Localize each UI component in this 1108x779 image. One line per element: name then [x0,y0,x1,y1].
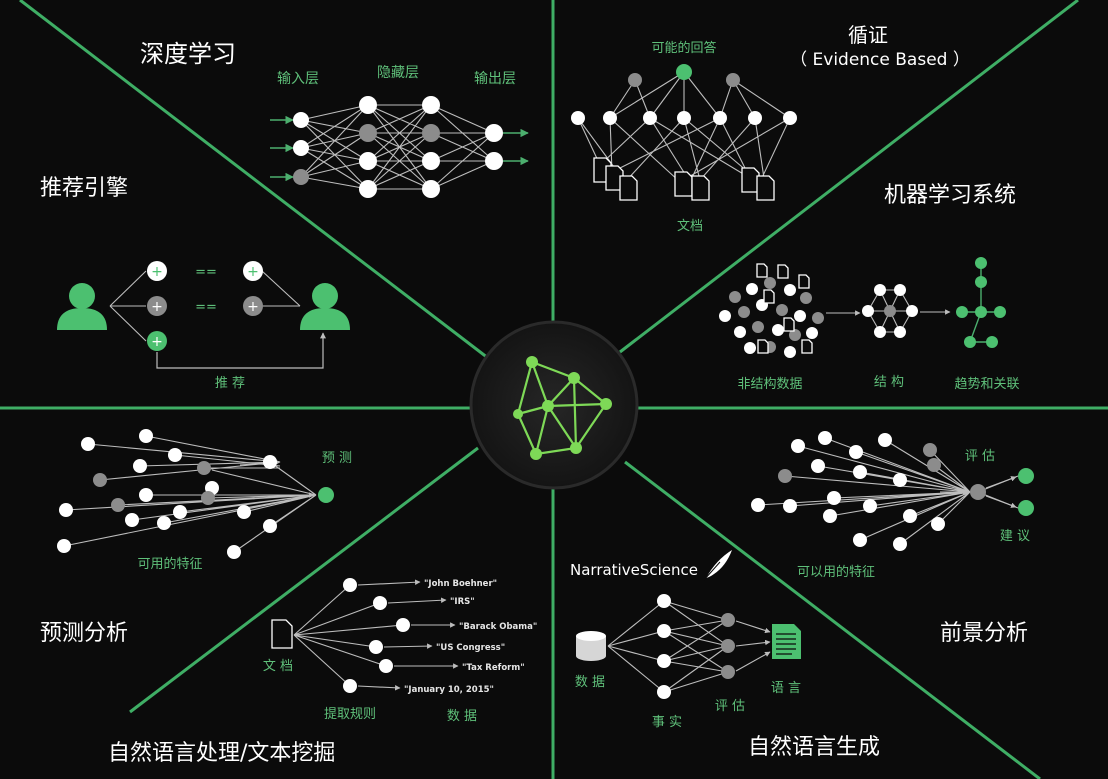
section-recommendation: 推荐引擎 + + + + + == == 推 荐 [40,176,350,391]
nlg-title: 自然语言生成 [748,735,880,760]
unstructured-label: 非结构数据 [737,377,802,392]
center-hub [469,320,639,490]
separator-bottom-right [624,460,1041,779]
advice-label: 建 议 [1000,529,1030,544]
predictive-nodes [57,429,334,559]
structure-label: 结 构 [874,375,904,390]
language-label: 语 言 [771,681,801,696]
plus-icon: + + + + + [147,261,263,351]
document-icon [772,624,801,659]
entity-item: "January 10, 2015" [404,685,494,695]
extraction-rules-label: 提取规则 [324,706,376,722]
section-prescriptive: 前景分析 评 估 建 议 可以用的特征 [751,431,1034,646]
unstructured-data-cluster [719,263,824,358]
facts-label: 事 实 [652,715,682,730]
prescriptive-title: 前景分析 [940,621,1028,646]
feather-icon [703,550,732,581]
svg-text:+: + [247,264,259,280]
nlp-arrows [357,579,459,691]
evidence-network [571,64,797,201]
narrative-science-brand: NarrativeScience [570,561,698,579]
document-icon [271,619,293,649]
hidden-layer-label: 隐藏层 [377,65,419,81]
database-icon [576,631,606,661]
separator-top-right [619,0,1079,354]
equals-sign: == [195,265,217,280]
nlp-data-label: 数 据 [447,709,477,724]
person-icon [300,283,350,330]
entity-item: "Tax Reform" [462,663,525,673]
trends-label: 趋势和关联 [954,376,1019,392]
svg-text:+: + [151,264,163,280]
svg-text:+: + [247,299,259,315]
documents-label: 文档 [677,219,703,234]
svg-text:+: + [151,334,163,350]
separator-bottom-left [129,446,479,714]
separator-top-left [19,0,489,360]
person-icon [57,283,107,330]
trends-graph [956,257,1006,348]
deep-learning-title: 深度学习 [140,40,236,68]
predictive-edges [63,435,317,553]
nlg-edges [607,600,729,693]
nlg-arrows [735,620,771,672]
output-layer-label: 输出层 [474,71,516,87]
section-machine-learning: 机器学习系统 [719,183,1020,392]
available-features-label: 可用的特征 [137,556,202,572]
nlg-data-label: 数 据 [575,675,605,690]
nlg-nodes [657,594,735,699]
entity-item: "Barack Obama" [459,622,537,632]
nlg-evaluate-label: 评 估 [715,699,745,714]
entity-item: "John Boehner" [424,579,497,589]
recommend-label: 推 荐 [215,376,245,391]
neural-network [270,96,529,198]
document-icon [593,157,775,201]
recommendation-title: 推荐引擎 [40,176,128,201]
prescriptive-arrows [940,476,1017,508]
section-nlp: 自然语言处理/文本挖掘 文 档 提取规则 数 据 "John Boehner" … [108,578,537,766]
document-icon [756,263,813,354]
prescriptive-nodes [751,431,1034,551]
nlp-edges [293,584,404,687]
usable-features-label: 可以用的特征 [797,564,875,580]
evidence-title: 循证 [848,23,888,47]
entity-item: "US Congress" [436,643,505,653]
predictive-title: 预测分析 [40,621,128,646]
evidence-subtitle: （ Evidence Based ） [790,50,970,70]
prediction-label: 预 测 [322,451,352,466]
equals-sign: == [195,300,217,315]
network-logo-icon [513,356,612,460]
input-layer-label: 输入层 [277,71,319,87]
section-nlg: 自然语言生成 NarrativeScience 数 据 事 实 评 估 语 言 [570,550,880,760]
machine-learning-title: 机器学习系统 [884,183,1016,208]
section-evidence-based: 循证 （ Evidence Based ） 可能的回答 文档 [571,23,970,234]
evaluate-label: 评 估 [965,449,995,464]
structure-graph [862,284,918,338]
entity-item: "IRS" [450,597,475,607]
section-predictive: 预测分析 预 测 可用的特征 [40,429,352,646]
nlp-document-label: 文 档 [263,659,293,674]
svg-text:+: + [151,299,163,315]
possible-answers-label: 可能的回答 [651,40,716,56]
section-deep-learning: 深度学习 输入层 隐藏层 输出层 [140,40,529,198]
nlp-nodes [343,578,410,693]
nlp-title: 自然语言处理/文本挖掘 [108,741,335,766]
